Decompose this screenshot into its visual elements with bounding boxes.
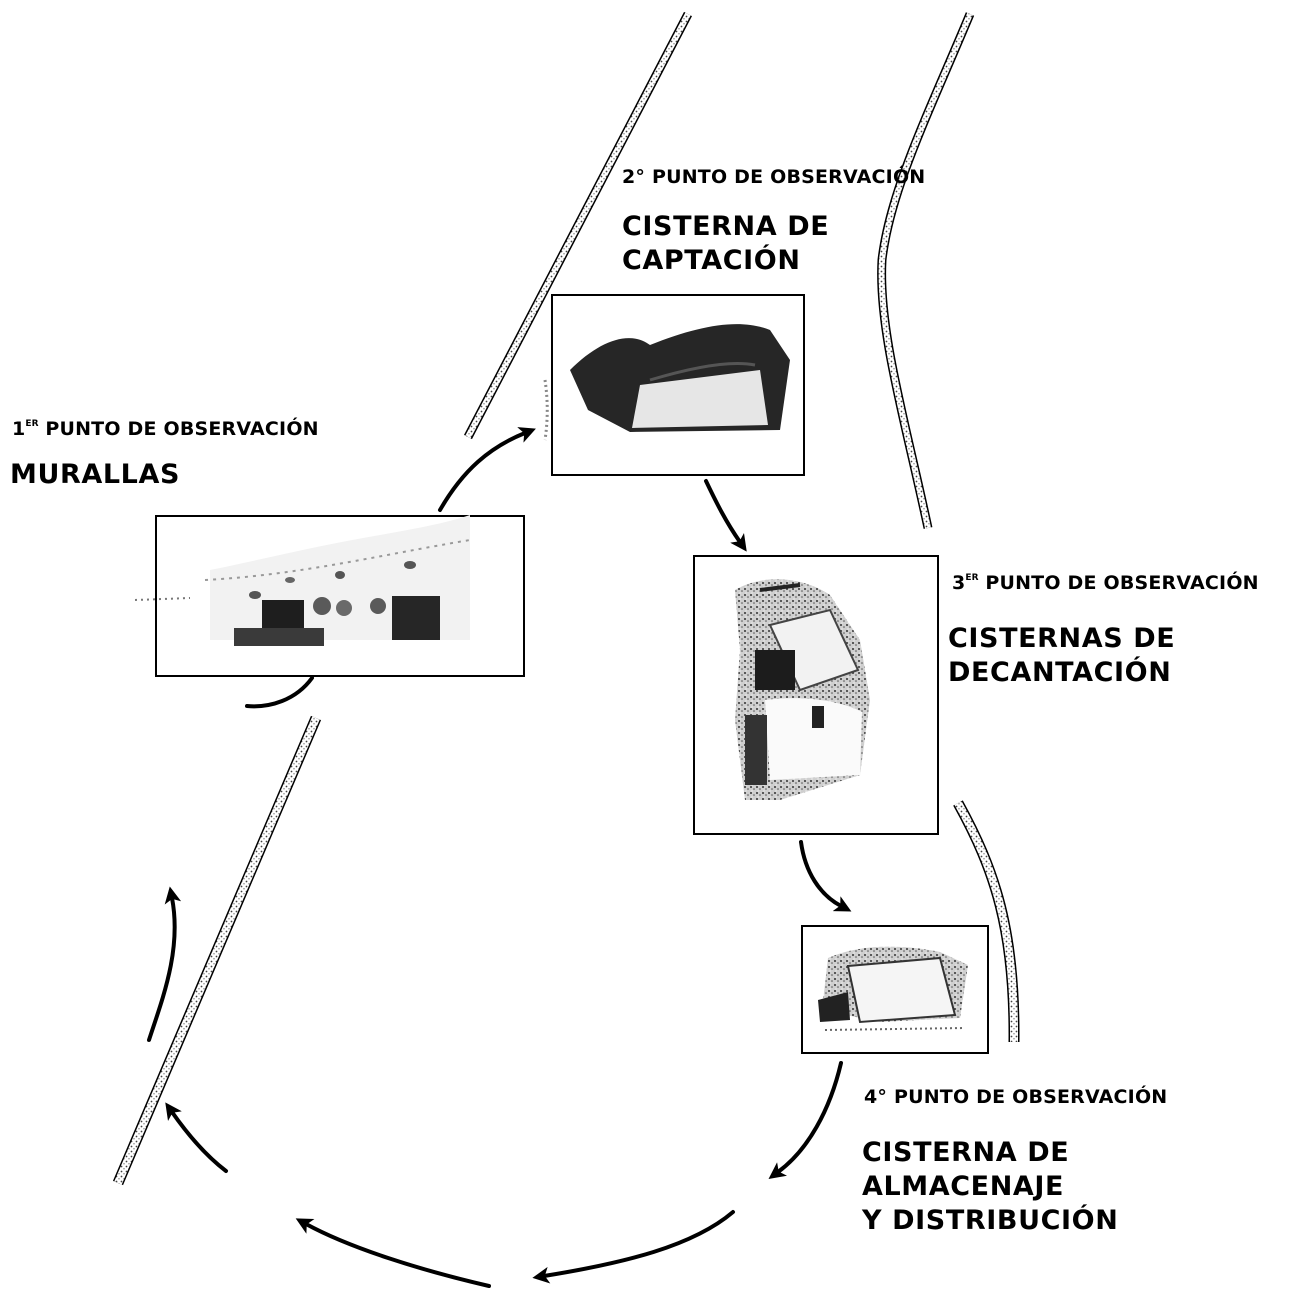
point-4-ordinal: 4° [864, 1086, 887, 1108]
arrow-exit-left [149, 898, 175, 1040]
point-4-title: CISTERNA DE ALMACENAJE Y DISTRIBUCIÓN [862, 1136, 1118, 1238]
arrow-bottom-center [306, 1224, 489, 1286]
point-3-heading-text: PUNTO DE OBSERVACIÓN [979, 572, 1259, 594]
arrow-to-almacenaje [801, 842, 841, 906]
point-4-heading: 4° PUNTO DE OBSERVACIÓN [864, 1086, 1167, 1108]
arrow-to-decantacion [706, 481, 740, 542]
point-2-heading-text: PUNTO DE OBSERVACIÓN [645, 166, 925, 188]
photo-cisterna-almacenaje [802, 926, 988, 1053]
photo-murallas [135, 515, 524, 676]
point-4-title-line: ALMACENAJE [862, 1170, 1118, 1204]
point-2-title-line: CISTERNA DE [622, 210, 829, 244]
point-3-ordinal-sup: ER [965, 573, 978, 583]
wall-upper-right [882, 14, 970, 528]
point-2-title: CISTERNA DE CAPTACIÓN [622, 210, 829, 278]
point-1-heading-text: PUNTO DE OBSERVACIÓN [39, 418, 319, 440]
point-2-ordinal: 2° [622, 166, 645, 188]
point-3-title-line: CISTERNAS DE [948, 622, 1175, 656]
point-3-heading: 3ER PUNTO DE OBSERVACIÓN [952, 572, 1259, 594]
point-3-title: CISTERNAS DE DECANTACIÓN [948, 622, 1175, 690]
point-1-ordinal-sup: ER [25, 419, 38, 429]
point-3-ordinal: 3 [952, 572, 965, 594]
arrow-to-captacion [440, 433, 525, 510]
point-1-title-line: MURALLAS [10, 458, 180, 492]
point-2-title-line: CAPTACIÓN [622, 244, 829, 278]
point-1-title: MURALLAS [10, 458, 180, 492]
arrow-bottom-left [172, 1112, 226, 1171]
arrow-muralla-exit [247, 678, 312, 706]
photo-cisterna-captacion [545, 295, 804, 475]
point-4-heading-text: PUNTO DE OBSERVACIÓN [887, 1086, 1167, 1108]
point-3-title-line: DECANTACIÓN [948, 656, 1175, 690]
arrow-from-almacenaje [778, 1063, 841, 1172]
photo-cisternas-decantacion [694, 556, 938, 834]
arrow-bottom-right [544, 1212, 733, 1276]
point-4-title-line: CISTERNA DE [862, 1136, 1118, 1170]
point-4-title-line: Y DISTRIBUCIÓN [862, 1204, 1118, 1238]
point-1-heading: 1ER PUNTO DE OBSERVACIÓN [12, 418, 319, 440]
point-1-ordinal: 1 [12, 418, 25, 440]
point-2-heading: 2° PUNTO DE OBSERVACIÓN [622, 166, 925, 188]
